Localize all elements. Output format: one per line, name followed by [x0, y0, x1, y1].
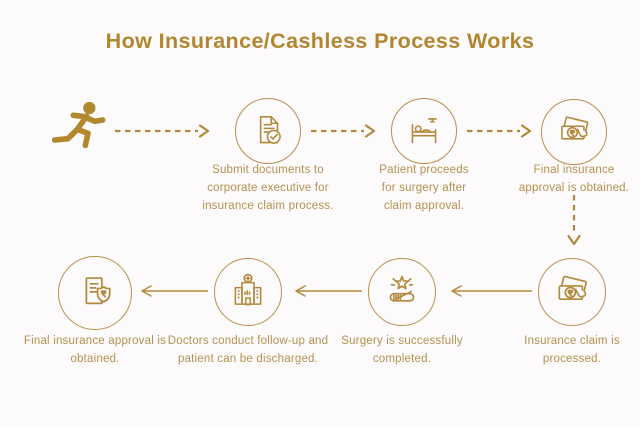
- step-circle: [538, 258, 606, 326]
- hospital-building-icon: [234, 273, 262, 306]
- step-circle: [541, 99, 607, 165]
- dashed-arrow-down-icon: [567, 195, 581, 246]
- dashed-arrow-right-icon: [467, 124, 532, 138]
- step-caption: Surgery is successfully completed.: [341, 335, 463, 365]
- step-circle: [235, 98, 301, 164]
- running-person-icon: [48, 96, 112, 160]
- step-caption: Submit documents to corporate executive …: [202, 164, 334, 212]
- document-rupee-shield-icon: [85, 277, 111, 305]
- step-caption: Final insurance approval is obtained.: [23, 335, 167, 365]
- patient-bed-icon: [411, 118, 437, 144]
- dashed-arrow-right-icon: [115, 124, 210, 138]
- step-circle: [368, 258, 436, 326]
- step-circle: [214, 258, 282, 326]
- step-caption: Patient proceeds for surgery after claim…: [379, 164, 469, 212]
- dashed-arrow-right-icon: [311, 124, 376, 138]
- step-circle: [391, 98, 457, 164]
- step-caption: Final insurance approval is obtained.: [518, 164, 630, 194]
- solid-arrow-left-icon: [141, 285, 208, 297]
- cash-payment-icon: [558, 275, 587, 300]
- step-caption: Insurance claim is processed.: [524, 335, 620, 365]
- step-circle: [58, 256, 132, 330]
- cash-payment-icon: [561, 116, 589, 140]
- surgery-success-icon: [389, 275, 415, 302]
- solid-arrow-left-icon: [451, 285, 532, 297]
- document-check-icon: [259, 116, 281, 144]
- page-title: How Insurance/Cashless Process Works: [105, 29, 535, 53]
- solid-arrow-left-icon: [295, 285, 362, 297]
- step-caption: Doctors conduct follow-up and patient ca…: [167, 335, 329, 365]
